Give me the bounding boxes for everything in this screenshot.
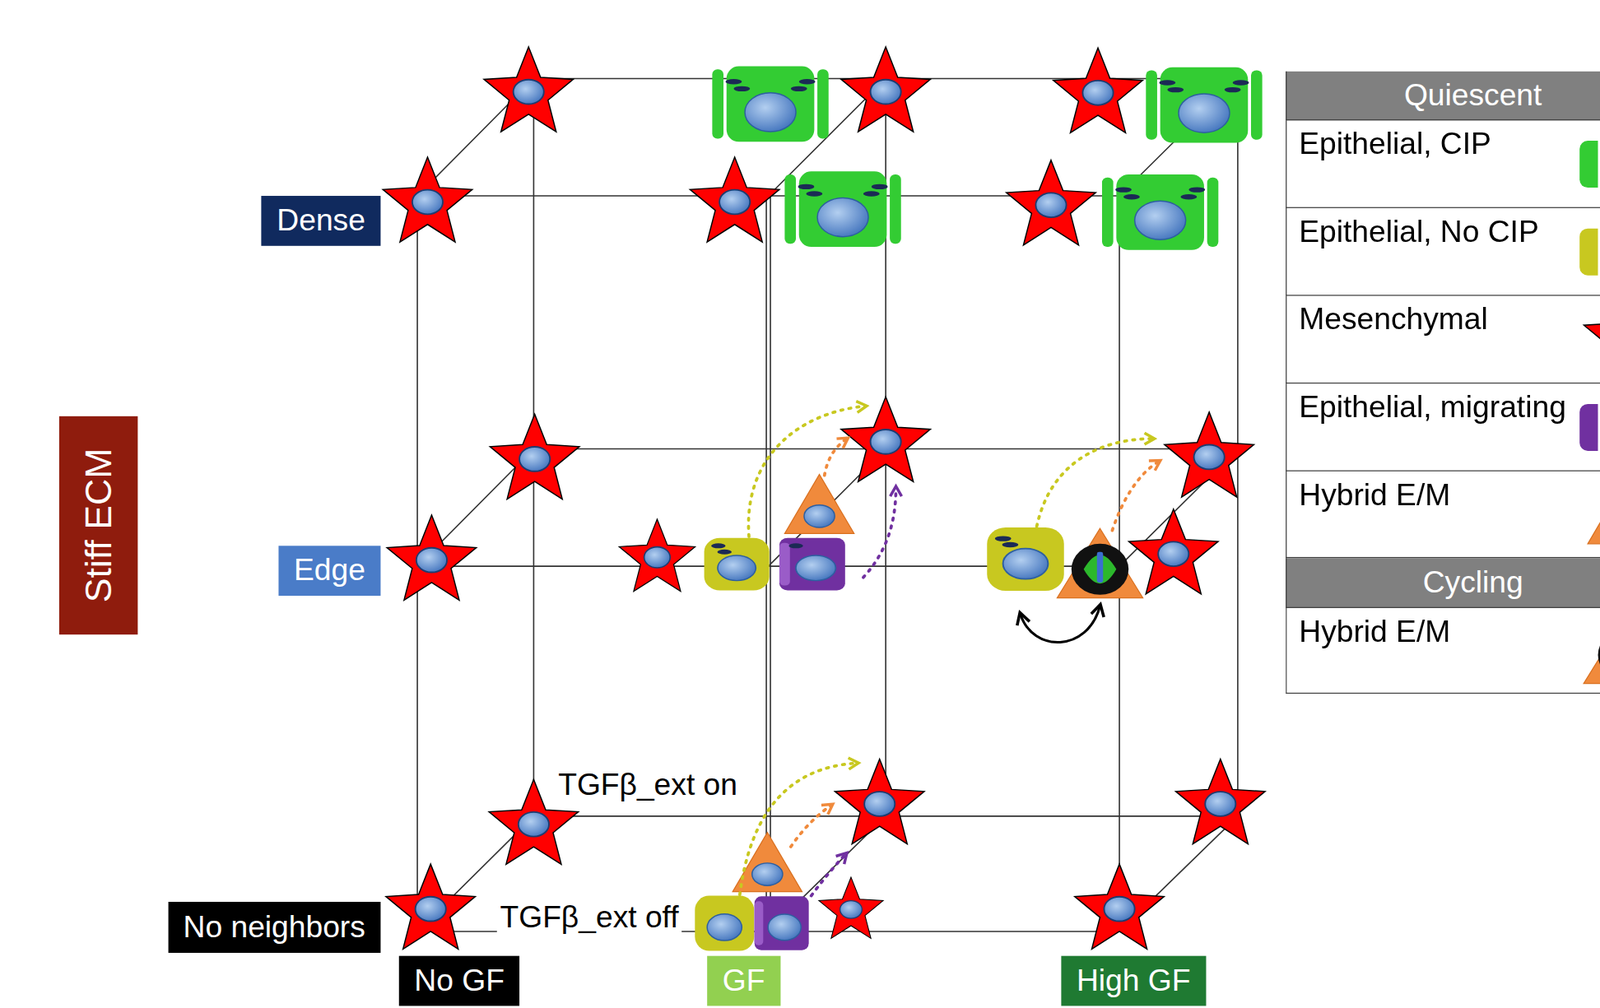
cube-edges [417, 78, 1238, 931]
box-label-text: No GF [413, 963, 505, 1000]
legend-row: Epithelial, CIP [1285, 120, 1600, 209]
epithelial-cip-cell [711, 66, 828, 143]
legend-header: Quiescent [1285, 71, 1600, 121]
transition-arrow [739, 762, 858, 895]
legend-row: Hybrid E/M [1285, 471, 1600, 559]
legend-sample [1587, 484, 1600, 545]
legend-swatch [1579, 228, 1598, 276]
legend-row: Mesenchymal [1285, 296, 1600, 385]
condition-label: TGFβ_ext on [554, 767, 740, 803]
epithelial-no-cip-cell [704, 538, 770, 591]
transition-arrow [1111, 460, 1159, 531]
transition-arrow [863, 488, 897, 578]
epithelial-migrating-cell [754, 896, 810, 951]
box-label-text: High GF [1076, 963, 1191, 1000]
legend-text: Epithelial, CIP [1286, 120, 1503, 162]
transition-arrow [1037, 438, 1154, 527]
mesenchymal-cell [386, 864, 475, 949]
epithelial-no-cip-cell [694, 896, 754, 952]
mesenchymal-cell [834, 758, 924, 844]
legend-text: Epithelial, migrating [1286, 383, 1578, 425]
junction [717, 549, 732, 555]
legend-swatch [1579, 140, 1598, 188]
mesenchymal-cell [483, 46, 573, 132]
hybrid-cell [784, 474, 854, 535]
mesenchymal-cell [489, 413, 579, 499]
legend-sample [1583, 613, 1600, 684]
epithelial-cip-cell [784, 171, 901, 247]
box-label-text: GF [722, 963, 766, 1000]
junction [995, 535, 1012, 541]
legend-text: Epithelial, No CIP [1286, 208, 1551, 250]
legend-row: Hybrid E/M [1285, 608, 1600, 694]
box-label-text: Quiescent [1404, 78, 1542, 114]
gf-axis-box: High GF [1060, 956, 1206, 1007]
ecm-axis-box: Stiff ECM [59, 416, 138, 635]
mesenchymal-cell [1053, 47, 1143, 133]
hybrid-cell [732, 832, 802, 893]
density-axis-box: No neighbors [167, 902, 381, 954]
transition-arrow [824, 438, 847, 476]
legend-row: Epithelial, migrating [1285, 383, 1600, 472]
mesenchymal-cell [1164, 412, 1254, 498]
mesenchymal-cell [618, 519, 695, 592]
mesenchymal-cell [841, 46, 931, 132]
junction [788, 543, 803, 549]
junction [1001, 542, 1019, 548]
mesenchymal-cell [1129, 509, 1219, 595]
density-axis-box: Edge [278, 545, 381, 596]
mesenchymal-cell [841, 396, 931, 482]
box-label-text: Dense [276, 203, 366, 239]
mesenchymal-cell [689, 157, 779, 242]
legend-swatch [1579, 404, 1598, 452]
gf-axis-box: No GF [399, 956, 521, 1007]
transition-arrow [748, 405, 866, 537]
gf-axis-box: GF [706, 956, 781, 1007]
legend-text: Hybrid E/M [1286, 471, 1463, 513]
condition-label: TGFβ_ext off [497, 900, 683, 936]
box-label-text: Edge [293, 553, 366, 589]
epithelial-cip-cell [1145, 67, 1262, 144]
cycling-arrow [1020, 605, 1101, 642]
junction [711, 543, 726, 549]
box-label-text: Stiff ECM [79, 448, 117, 604]
box-label-text: Cycling [1423, 565, 1524, 601]
legend-sample [1583, 293, 1600, 378]
mesenchymal-cell [1176, 758, 1266, 844]
mesenchymal-cell [386, 515, 476, 600]
legend-text: Hybrid E/M [1286, 608, 1463, 650]
mesenchymal-cell [1074, 864, 1164, 949]
legend-header: Cycling [1285, 558, 1600, 609]
mesenchymal-cell [382, 157, 472, 242]
legend-row: Epithelial, No CIP [1285, 208, 1600, 297]
cycling-hybrid-cell [1056, 528, 1143, 598]
transition-arrow [811, 854, 847, 897]
epithelial-no-cip-cell [986, 527, 1064, 591]
epithelial-cip-cell [1102, 174, 1219, 251]
transition-arrow [790, 804, 833, 847]
epithelial-migrating-cell [779, 538, 846, 591]
box-label-text: No neighbors [183, 910, 366, 946]
density-axis-box: Dense [261, 195, 382, 247]
legend-text: Mesenchymal [1286, 296, 1500, 338]
mesenchymal-cell [818, 877, 884, 939]
mesenchymal-cell [1006, 160, 1096, 246]
